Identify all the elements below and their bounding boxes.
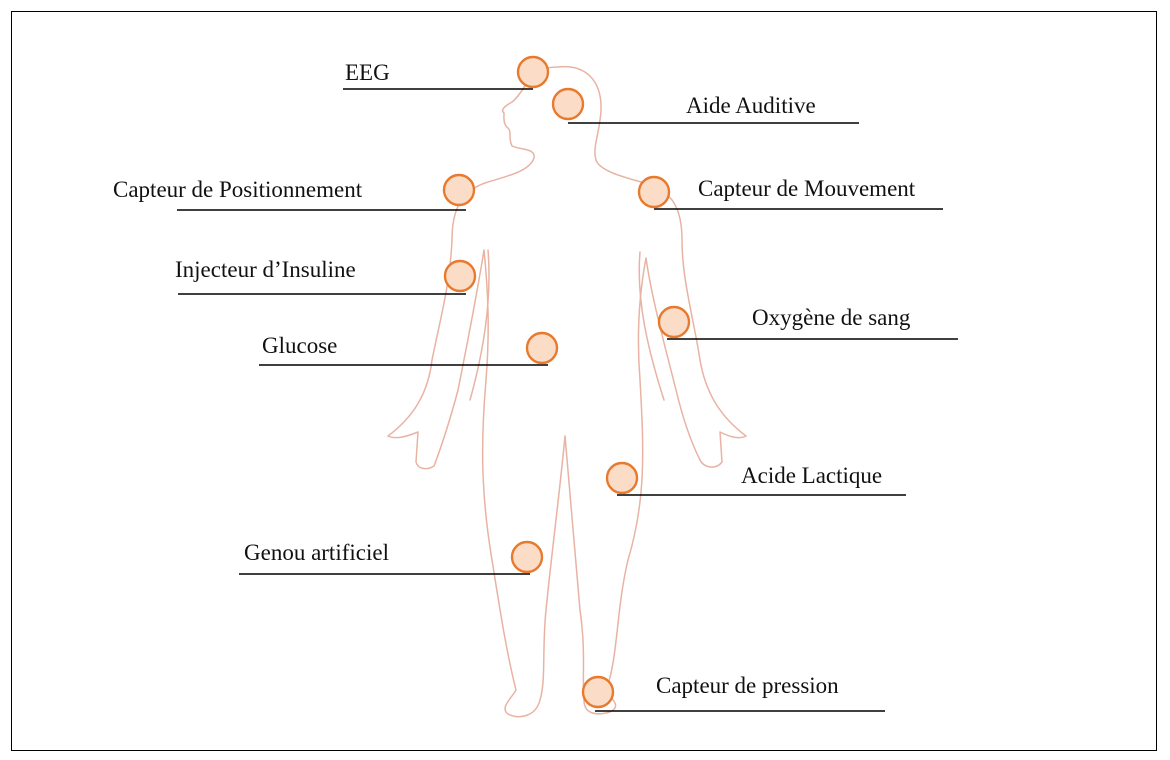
sensor-motion: Capteur de Mouvement	[639, 176, 943, 209]
sensor-label-eeg: EEG	[345, 60, 390, 85]
sensor-label-motion-sensor: Capteur de Mouvement	[698, 176, 916, 201]
human-body-figure	[388, 67, 746, 717]
sensor-marker-position-sensor	[444, 175, 474, 205]
sensor-label-lactic-acid: Acide Lactique	[741, 463, 882, 488]
sensor-marker-hearing-aid	[553, 89, 583, 119]
sensor-label-glucose: Glucose	[262, 333, 337, 358]
body-outline	[388, 67, 746, 717]
sensor-label-artificial-knee: Genou artificiel	[244, 540, 389, 565]
sensor-label-blood-oxygen: Oxygène de sang	[752, 305, 911, 330]
sensor-marker-artificial-knee	[512, 542, 542, 572]
sensor-blood-oxygen: Oxygène de sang	[659, 305, 958, 339]
sensor-marker-insulin-injector	[445, 261, 475, 291]
sensor-marker-lactic-acid	[607, 463, 637, 493]
sensor-marker-eeg	[518, 57, 548, 87]
sensor-marker-glucose	[527, 333, 557, 363]
sensor-glucose: Glucose	[259, 333, 557, 365]
sensor-lactic-acid: Acide Lactique	[607, 463, 906, 495]
sensor-pressure: Capteur de pression	[583, 673, 885, 711]
sensor-eeg: EEG	[343, 57, 548, 89]
sensor-label-insulin-injector: Injecteur d’Insuline	[175, 257, 356, 282]
sensor-artificial-knee: Genou artificiel	[239, 540, 542, 574]
sensor-position: Capteur de Positionnement	[113, 175, 474, 210]
sensor-label-hearing-aid: Aide Auditive	[686, 93, 816, 118]
sensor-marker-motion-sensor	[639, 177, 669, 207]
sensor-label-pressure-sensor: Capteur de pression	[656, 673, 839, 698]
sensor-insulin: Injecteur d’Insuline	[175, 257, 475, 294]
sensor-label-position-sensor: Capteur de Positionnement	[113, 177, 363, 202]
sensor-marker-pressure-sensor	[583, 677, 613, 707]
sensor-marker-blood-oxygen	[659, 307, 689, 337]
